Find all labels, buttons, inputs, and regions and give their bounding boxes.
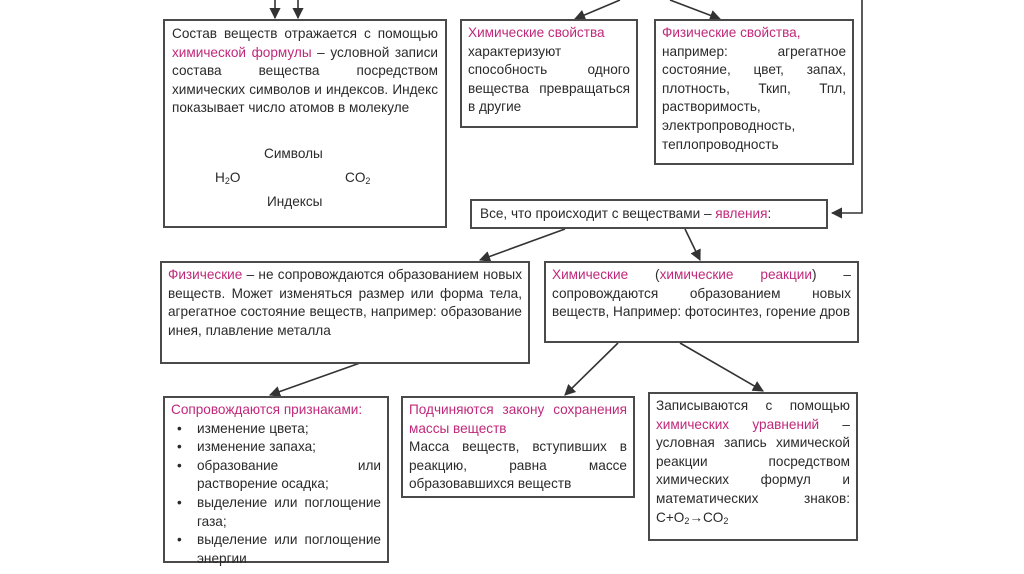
signs-title: Сопровождаются признаками:	[171, 402, 363, 417]
chemical-equations-term: химических уравнений	[656, 416, 820, 432]
composition-text: Состав веществ отражается с по­мощью хим…	[172, 26, 438, 116]
list-item: изменение цвета;	[171, 420, 381, 439]
chemical-properties-text: характеризуют способность одного веществ…	[468, 43, 630, 115]
list-item: образование или растворение осадка;	[171, 457, 381, 494]
indices-label: Индексы	[267, 194, 323, 209]
arrow-to-physical-props	[669, 0, 722, 21]
mass-law-title: Подчиняются закону сохранения массы веще…	[409, 402, 627, 436]
signs-list: изменение цвета; изменение запаха; образ…	[171, 420, 381, 569]
chemical-formula-term: химической формулы	[172, 44, 312, 60]
arrow-to-chemical-phen	[684, 228, 701, 262]
physical-phenomena-text: – не сопровождаются образованием новых в…	[168, 267, 522, 338]
arrow-right-to-phenomena	[830, 0, 863, 219]
chemical-properties-box: Химические свойства характеризуют способн…	[460, 19, 638, 128]
list-item: изменение запаха;	[171, 438, 381, 457]
equation-example: C+O2→CO2	[656, 509, 729, 526]
formula-h2o: H2O	[215, 170, 241, 186]
chemical-reactions-term: химические реакции	[659, 267, 812, 282]
formula-co2: CO2	[345, 170, 371, 186]
physical-phenomena-box: Физические – не сопровождаются образован…	[160, 261, 530, 364]
physical-properties-title: Физические свойства,	[662, 25, 801, 40]
mass-law-box: Подчиняются закону сохранения массы веще…	[401, 396, 635, 498]
symbols-label: Символы	[264, 146, 323, 161]
physical-properties-text: например: агрегатное состояние, цвет, за…	[662, 43, 846, 152]
arrow-to-signs	[268, 362, 361, 397]
chemical-properties-title: Химические свойства	[468, 25, 605, 40]
arrow-to-chemical-props	[573, 0, 621, 21]
equations-box: Записываются с помощью химических уравне…	[648, 392, 858, 541]
list-item: выделение или поглощение газа;	[171, 494, 381, 531]
chemical-phenomena-text: – сопровождаются образованием новых веще…	[552, 267, 851, 320]
mass-law-text: Масса веществ, вступивших в реакцию, рав…	[409, 439, 627, 492]
physical-phenomena-title: Физические	[168, 267, 243, 282]
signs-box: Сопровождаются признаками: изменение цве…	[163, 396, 389, 566]
chemical-phenomena-box: Химические (химические реакции) – сопров…	[544, 261, 859, 343]
chemical-phenomena-title: Химические	[552, 267, 629, 282]
arrow-to-mass-law	[564, 342, 619, 396]
list-item: выделение или поглощение энергии	[171, 531, 381, 568]
phenomena-term: явления	[715, 206, 768, 221]
arrow-to-equations	[679, 342, 764, 392]
arrow-to-physical-phen	[478, 228, 566, 262]
phenomena-box: Все, что происходит с веществами – явлен…	[470, 199, 828, 229]
composition-box: Состав веществ отражается с по­мощью хим…	[163, 19, 447, 228]
physical-properties-box: Физические свойства, например: агрегатное…	[654, 19, 854, 165]
